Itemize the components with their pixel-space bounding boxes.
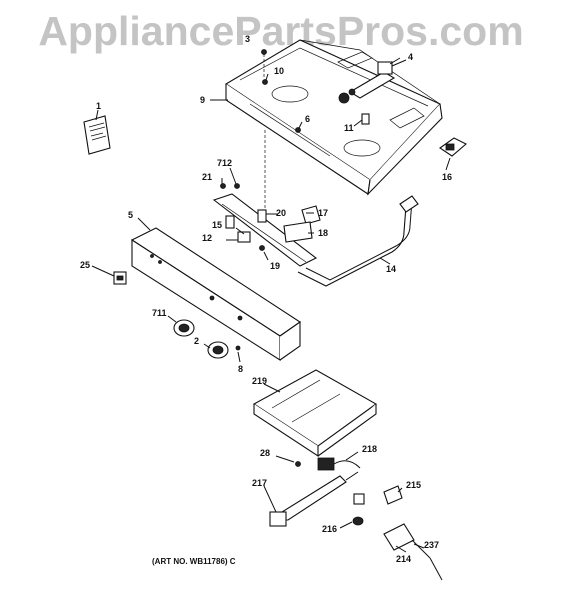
callout-1: 1 [96,101,101,111]
art-number-caption: (ART NO. WB11786) C [152,557,236,566]
callout-20: 20 [276,208,286,218]
callout-12: 12 [202,233,212,243]
part-711-knob [173,319,195,337]
callout-6: 6 [305,114,310,124]
callout-21: 21 [202,172,212,182]
callout-labels: 1 3 4 9 10 11 6 16 712 21 20 17 18 5 15 … [80,34,452,564]
callout-18: 18 [318,228,328,238]
callout-17: 17 [318,208,328,218]
part-8-screw [235,345,241,351]
watermark-text: AppliancePartsPros.com [38,8,524,54]
callout-3: 3 [245,34,250,44]
callout-14: 14 [386,264,396,274]
callout-4: 4 [408,52,413,62]
part-214-valve [383,523,443,581]
part-11-clip [361,113,370,125]
part-14-gas-tube [297,195,419,287]
callout-215: 215 [406,480,421,490]
callout-237: 237 [424,540,439,550]
part-216-orifice [352,493,365,526]
part-25-switch [113,271,127,285]
part-218-igniter [317,457,361,471]
callout-217: 217 [252,478,267,488]
part-4-valve-bracket [338,59,407,104]
part-28-clip [295,461,301,467]
callout-25: 25 [80,260,90,270]
part-18-bracket [283,221,313,243]
part-217-burner-tube [269,471,359,527]
callout-2: 2 [194,336,199,346]
part-3-screw [261,49,267,78]
callout-711: 711 [152,308,167,318]
callout-216: 216 [322,524,337,534]
part-215-clip [383,485,403,505]
callout-19: 19 [270,261,280,271]
part-5-control-panel [130,227,301,362]
part-16-switch [439,137,467,157]
callout-5: 5 [128,210,133,220]
callout-28: 28 [260,448,270,458]
part-219-burner-pan [252,369,378,458]
leader-lines [91,57,451,553]
callout-9: 9 [200,95,205,105]
part-6-screw [295,127,301,133]
callout-11: 11 [344,123,354,133]
part-17-bracket [301,205,321,225]
part-2-knob [207,341,229,359]
callout-8: 8 [238,364,243,374]
callout-712: 712 [217,158,232,168]
callout-218: 218 [362,444,377,454]
callout-219: 219 [252,376,267,386]
callout-10: 10 [274,66,284,76]
callout-16: 16 [442,172,452,182]
part-10-screw [262,79,268,85]
part-712-screw [234,183,240,189]
callout-15: 15 [212,220,222,230]
part-1-manual [83,115,111,155]
callout-214: 214 [396,554,411,564]
part-21-screw [220,183,226,189]
part-9-burner-box [224,39,443,196]
part-15-manifold [212,193,318,267]
